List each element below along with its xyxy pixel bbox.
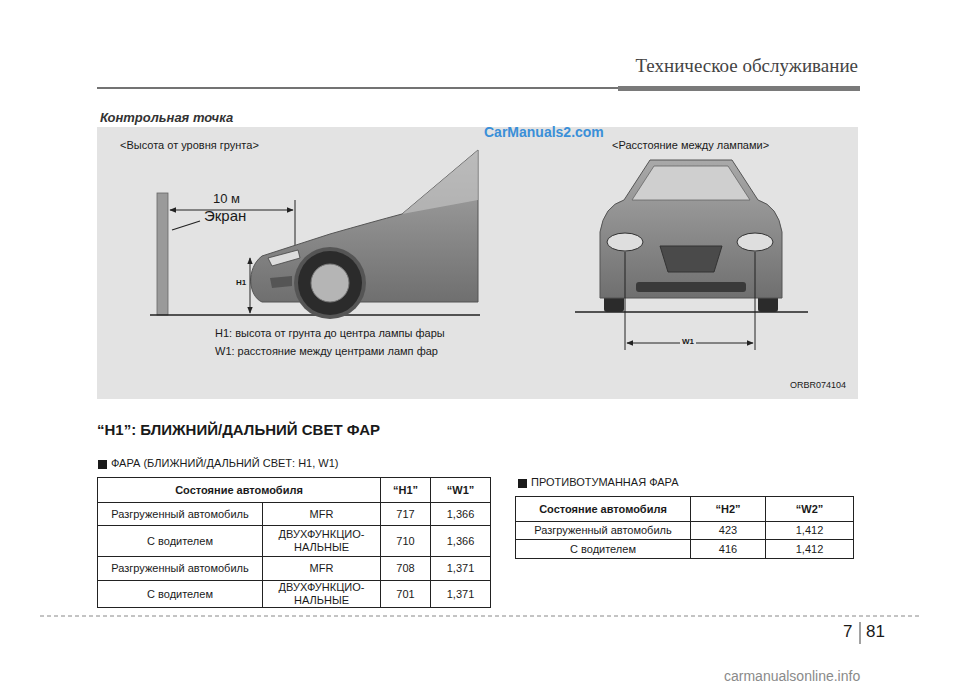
extension-line (755, 252, 756, 350)
windshield (402, 150, 478, 214)
table-cell: 416 (690, 539, 766, 559)
headlamp (737, 233, 773, 251)
dimension-line (250, 258, 251, 313)
figure-code: ORBR074104 (790, 380, 846, 391)
section-heading: “H1”: БЛИЖНИЙ/ДАЛЬНИЙ СВЕТ ФАР (97, 421, 380, 439)
table-cell: 1,366 (430, 525, 491, 557)
view-caption: <Высота от уровня грунта> (120, 139, 259, 152)
table-cell: 1,371 (430, 556, 491, 581)
headlamp (268, 250, 300, 266)
page-heading: Техническое обслуживание (635, 55, 858, 78)
table-cell: ДВУХФУНКЦИО- НАЛЬНЫЕ (262, 580, 381, 608)
table-cell: 423 (690, 521, 766, 540)
dimension-label: 10 м (213, 191, 240, 207)
table-cell: 1,371 (430, 580, 491, 608)
table-cell: “W2” (765, 496, 854, 522)
table-cell: MFR (262, 502, 381, 526)
table-cell: ДВУХФУНКЦИО- НАЛЬНЫЕ (262, 525, 381, 557)
chapter-number: 7 (843, 622, 852, 642)
dimension-label: H1 (236, 278, 246, 288)
legend-note: W1: расстояние между центрами ламп фар (215, 345, 438, 358)
extension-line (625, 252, 626, 350)
table-cell: 1,366 (430, 502, 491, 526)
screen (157, 193, 168, 315)
table-cell: Разгруженный автомобиль (515, 521, 691, 540)
header-bar (618, 86, 860, 91)
part-label: Экран (204, 207, 246, 225)
figure-panel (97, 127, 858, 399)
footer-rule (40, 616, 920, 617)
bullet (518, 479, 527, 488)
table-cell: Разгруженный автомобиль (97, 502, 263, 526)
table-cell: Разгруженный автомобиль (97, 556, 263, 581)
table-title: ФАРА (БЛИЖНИЙ/ДАЛЬНИЙ СВЕТ: H1, W1) (111, 457, 339, 470)
table-cell: “W1” (430, 477, 491, 503)
windshield (632, 166, 750, 200)
table-cell: С водителем (97, 525, 263, 557)
bullet (98, 460, 107, 469)
headlamp (607, 233, 643, 251)
page-divider (860, 622, 861, 644)
table-cell: “H1” (380, 477, 431, 503)
wheel (298, 251, 362, 315)
grille (660, 246, 722, 272)
watermark: carmanualsonline.info (724, 668, 860, 685)
wheel-rim (311, 264, 349, 302)
table-cell: 701 (380, 580, 431, 608)
wheel-arch (294, 247, 366, 319)
table-cell: С водителем (515, 539, 691, 559)
table-cell: Состояние автомобиля (97, 477, 381, 503)
watermark: CarManuals2.com (484, 124, 604, 141)
table-cell: Состояние автомобиля (515, 496, 691, 522)
section-subtitle: Контрольная точка (100, 110, 233, 126)
fog-lamp (270, 276, 292, 288)
view-caption: <Расстояние между лампами> (612, 139, 769, 152)
page-number: 81 (866, 622, 885, 642)
legend-note: H1: высота от грунта до центра лампы фар… (215, 327, 445, 340)
dimension-label: W1 (680, 337, 696, 347)
leader-line (172, 221, 200, 230)
table-cell: 1,412 (765, 539, 854, 559)
table-cell: “H2” (690, 496, 766, 522)
table-cell: С водителем (97, 580, 263, 608)
table-cell: 1,412 (765, 521, 854, 540)
table-cell: 710 (380, 525, 431, 557)
table-title: ПРОТИВОТУМАННАЯ ФАРА (531, 476, 679, 489)
lower-grille (636, 282, 746, 292)
table-cell: 717 (380, 502, 431, 526)
table-cell: 708 (380, 556, 431, 581)
table-cell: MFR (262, 556, 381, 581)
